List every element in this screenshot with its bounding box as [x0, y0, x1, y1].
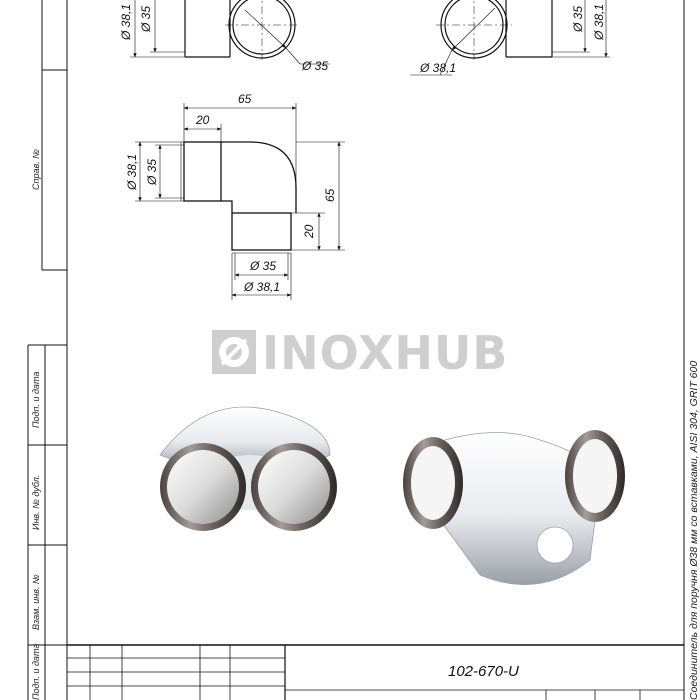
watermark-text: INOXHUB [262, 326, 508, 380]
dim-top-right-bottom-d381: Ø 38,1 [419, 61, 456, 75]
dim-left-d35: Ø 35 [145, 159, 159, 186]
watermark-logo [212, 330, 256, 374]
elbow-render-left [159, 406, 337, 531]
label-vzam-inv: Взам. инв. № [31, 574, 41, 630]
dim-socket-20-right: 20 [302, 224, 316, 239]
dim-bottom-d381: Ø 38,1 [243, 280, 280, 294]
dim-top-left-d381: Ø 38,1 [119, 4, 133, 41]
dim-width-65: 65 [238, 92, 252, 106]
label-podp-data-1: Подп. и дата [31, 372, 41, 428]
dim-left-d381: Ø 38,1 [125, 154, 139, 191]
title-block [67, 644, 684, 700]
elbow-front-view [180, 141, 297, 254]
view-top-left [130, 0, 330, 65]
part-number: 102-670-U [448, 663, 519, 680]
elbow-dimension-lines [135, 103, 345, 300]
dim-socket-20-top: 20 [195, 113, 210, 127]
dim-bottom-d35: Ø 35 [249, 259, 276, 273]
label-inv-dubl: Инв. № дубл. [31, 475, 41, 530]
dim-top-left-d35: Ø 35 [139, 6, 153, 33]
view-top-right [410, 0, 610, 76]
title-vertical: Соединитель для поручня Ø38 мм со вставк… [688, 361, 700, 700]
label-sprav: Справ. № [31, 149, 41, 190]
label-podp-data-2: Подп. и дата [31, 644, 41, 700]
dim-height-65: 65 [323, 188, 337, 202]
elbow-render-right [403, 430, 625, 585]
frame [27, 0, 685, 700]
dim-top-left-bottom-d35: Ø 35 [301, 59, 328, 73]
dim-top-right-d35: Ø 35 [571, 6, 585, 33]
dim-top-right-d381: Ø 38,1 [592, 4, 606, 41]
